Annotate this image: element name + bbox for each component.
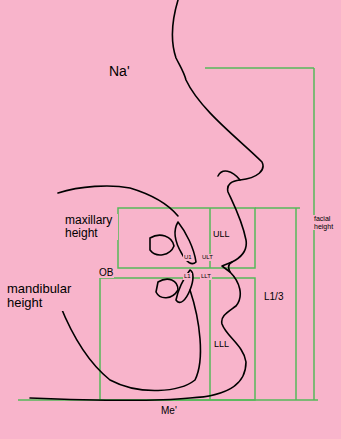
measurement-label: maxillary height: [64, 214, 118, 240]
landmark-label: Me': [160, 405, 178, 416]
measurement-label: mandibular height: [6, 282, 98, 311]
tooth-label: U1: [183, 254, 193, 261]
tooth-label: ULT: [201, 254, 214, 261]
tooth-label: LLT: [200, 273, 212, 280]
measurement-label: ULL: [212, 230, 231, 240]
measurement-lines: [18, 68, 318, 400]
measurement-label: OB: [98, 267, 114, 278]
tooth-label: L1: [183, 273, 192, 280]
measurement-label: facial height: [313, 215, 338, 230]
measurement-label: L1/3: [263, 291, 284, 302]
landmark-label: Na': [108, 64, 131, 79]
face-profile: [30, 0, 263, 400]
measurement-label: LLL: [213, 340, 230, 350]
